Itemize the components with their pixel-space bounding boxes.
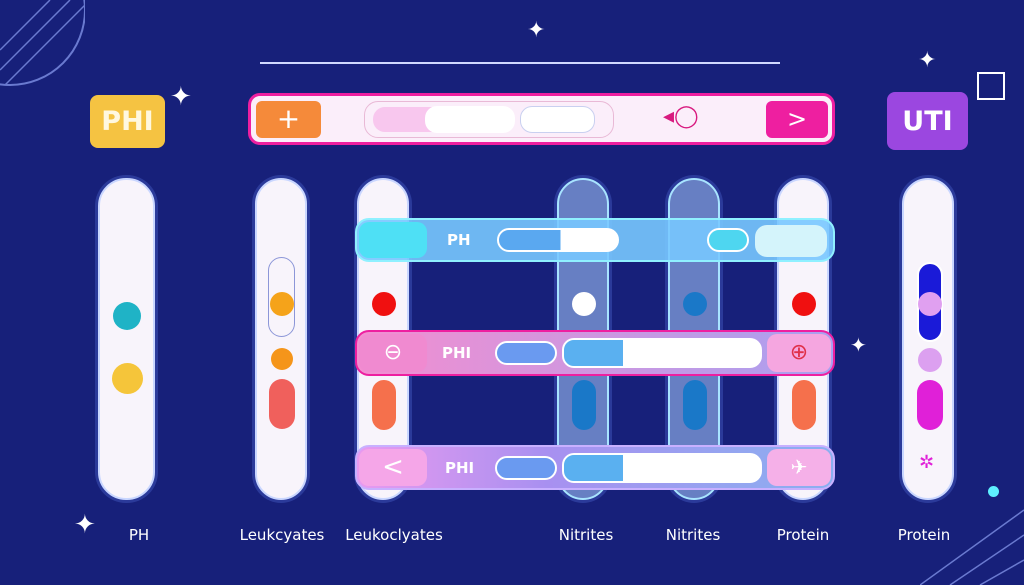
strip-label: Nitrites [558,526,614,544]
chevron-left-icon[interactable]: < [359,449,427,486]
row-toggle[interactable] [495,456,557,480]
pad [792,380,816,430]
plus-icon[interactable]: + [256,101,321,138]
leuk-pad [270,292,294,316]
slider-track[interactable] [364,101,614,138]
pad [792,292,816,316]
sparkle-icon: ✦ [527,18,546,43]
molecule-icon: ✲ [919,452,935,473]
pad [917,380,943,430]
row-end-cap [755,225,827,257]
row-cap [359,222,427,258]
pad [572,380,596,430]
strip-protein-2: ✲ [902,178,954,500]
strip-label: Leukcyates [239,526,325,544]
square-icon [977,72,1005,100]
arrow-left-circle-icon[interactable]: ⊖ [359,334,427,372]
toggle[interactable] [707,228,749,252]
strip-label: PH [128,526,150,544]
row-label: PHI [442,344,472,362]
strip-label: Leukoclyates [345,526,443,544]
decor-dot [988,486,999,497]
row-label: PH [447,231,471,249]
pad [683,292,707,316]
strip-label: Protein [776,526,830,544]
top-control-bar: + ◂◯ > [248,93,835,145]
plus-circle-icon[interactable]: ⊕ [767,334,831,372]
pad [918,348,942,372]
pad-window [268,257,295,337]
row-toggle[interactable] [495,341,557,365]
pad [683,380,707,430]
pad [918,292,942,316]
slider-thumb[interactable] [425,106,515,133]
timeline-line [260,62,780,64]
strip-label: Protein [897,526,951,544]
row-label: PHI [445,459,475,477]
leuk-pad [269,379,295,429]
row-progress [562,338,762,368]
chevron-right-icon[interactable]: > [766,101,828,138]
uti-badge: UTI [887,92,968,150]
sparkle-icon: ✦ [170,82,192,112]
ph-pad [112,363,143,394]
row-ph[interactable]: PH [355,218,835,262]
strip-leukocytes [255,178,307,500]
pad [372,380,396,430]
slider-segment [520,106,595,133]
sparkle-icon: ✦ [74,510,96,540]
strip-ph [98,178,155,500]
phi-badge: PHI [90,95,165,148]
row-phi-2[interactable]: < PHI ✈ [355,445,835,490]
airplane-icon[interactable]: ✈ [767,449,831,486]
row-progress [562,453,762,483]
sparkle-icon: ✦ [850,333,867,357]
strip-label: Nitrites [665,526,721,544]
pad [372,292,396,316]
row-progress [497,228,619,252]
row-phi[interactable]: ⊖ PHI ⊕ [355,330,835,376]
pad [572,292,596,316]
sound-icon[interactable]: ◂◯ [663,104,699,129]
decorative-circle-lines [0,0,85,86]
decorative-grid [920,509,1024,585]
ph-pad [113,302,141,330]
sparkle-icon: ✦ [918,48,937,73]
leuk-pad [271,348,293,370]
